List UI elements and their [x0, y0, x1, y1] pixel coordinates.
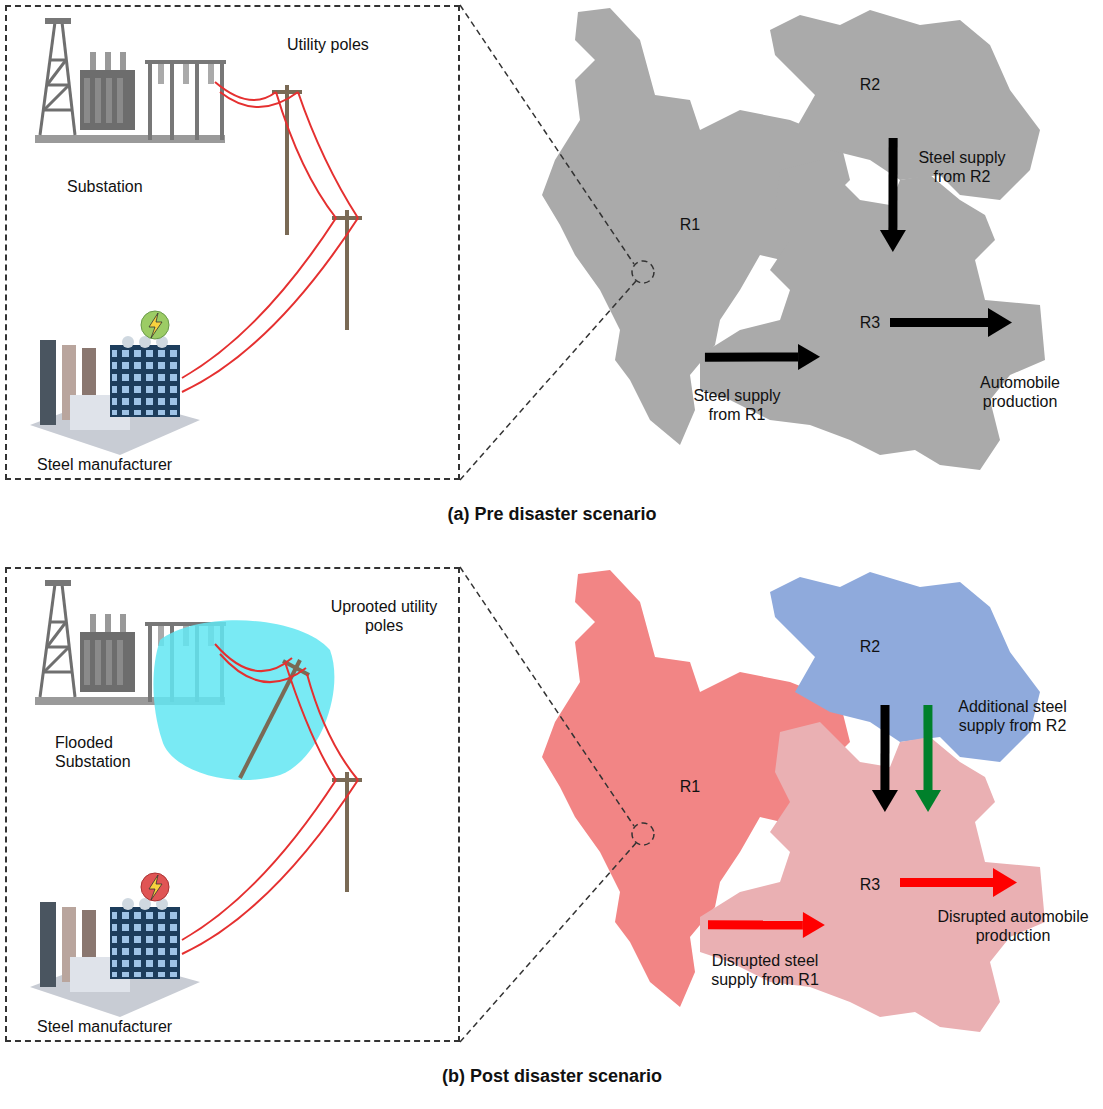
arrow-head [798, 344, 820, 370]
power-status-icon [141, 311, 169, 339]
drawing-part [345, 210, 349, 330]
drawing-part [993, 868, 1017, 897]
panel-b-illustration [30, 580, 362, 1017]
arrow-head [872, 790, 898, 812]
arrow-head [880, 230, 906, 252]
flow-arrow [708, 912, 825, 938]
power-status-icon [141, 873, 169, 901]
flow-arrow [880, 138, 906, 252]
drawing-part [182, 218, 358, 392]
drawing-part [632, 261, 654, 283]
drawing-part [182, 780, 358, 954]
drawing-part [307, 674, 358, 780]
drawing-part [460, 843, 636, 1042]
region-label: R1 [680, 215, 700, 234]
drawing-part [220, 654, 306, 682]
arrow-head [915, 790, 941, 812]
region-label: R2 [860, 637, 880, 656]
zoom-inset-box: Utility polesSubstationSteel manufacture… [5, 5, 460, 480]
drawing-part [215, 82, 276, 100]
panel-caption: (a) Pre disaster scenario [352, 504, 752, 526]
component-label: Uprooted utility poles [325, 597, 443, 635]
drawing-part [220, 92, 298, 107]
flow-arrow [915, 705, 941, 812]
substation-symbol [35, 18, 226, 143]
power-wire [182, 82, 358, 392]
drawing-part [900, 878, 995, 887]
edge-label: Disrupted steel supply from R1 [695, 951, 835, 989]
component-label: Steel manufacturer [37, 1017, 217, 1036]
lightning-symbol [149, 875, 162, 900]
component-label: Flooded Substation [55, 733, 155, 771]
factory-symbol [30, 898, 200, 1017]
drawing-part [182, 780, 336, 940]
drawing-part [285, 662, 336, 780]
component-label: Utility poles [287, 35, 407, 54]
drawing-part [215, 644, 292, 671]
drawing-part [988, 308, 1012, 337]
component-label: Steel manufacturer [37, 455, 217, 474]
edge-label: Additional steel supply from R2 [945, 697, 1080, 735]
drawing-part [890, 318, 990, 327]
flow-arrow [705, 344, 820, 370]
power-wire [182, 644, 358, 954]
zoom-inset-box: Uprooted utility polesFlooded Substation… [5, 567, 460, 1042]
utility-pole [272, 85, 362, 330]
region-shape [700, 160, 1045, 470]
drawing-part [276, 92, 336, 218]
factory-symbol [30, 336, 200, 455]
arrow-shaft [705, 352, 798, 361]
component-label: Substation [67, 177, 177, 196]
annotation-label: Automobile production [962, 373, 1078, 411]
drawing-part [460, 567, 634, 826]
region-label: R3 [860, 313, 880, 332]
drawing-part [298, 92, 358, 218]
arrow-shaft [708, 920, 803, 929]
region-label: R1 [680, 777, 700, 796]
drawing-part [460, 281, 636, 480]
lightning-symbol [149, 313, 162, 338]
drawing-part [345, 772, 349, 892]
region-label: R2 [860, 75, 880, 94]
panel-caption: (b) Post disaster scenario [352, 1066, 752, 1088]
arrow-shaft [888, 138, 897, 230]
arrow-shaft [880, 705, 889, 790]
flow-arrow [872, 705, 898, 812]
arrow-head [803, 912, 825, 938]
edge-label: Steel supply from R1 [687, 386, 787, 424]
drawing-part [632, 823, 654, 845]
drawing-part [285, 85, 289, 235]
edge-label: Steel supply from R2 [912, 148, 1012, 186]
region-label: R3 [860, 875, 880, 894]
arrow-shaft [923, 705, 932, 790]
annotation-label: Disrupted automobile production [927, 907, 1099, 945]
flood-water [153, 620, 334, 780]
drawing-part [460, 5, 634, 264]
drawing-part [182, 218, 336, 378]
